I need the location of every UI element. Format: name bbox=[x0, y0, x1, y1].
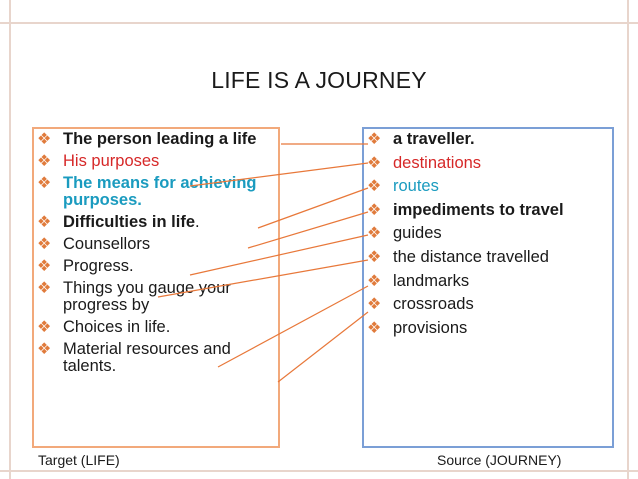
connector-line-3 bbox=[257, 187, 369, 229]
bullet-icon: ❖ bbox=[37, 317, 52, 336]
bullet-icon: ❖ bbox=[37, 278, 52, 297]
bullet-icon: ❖ bbox=[367, 317, 382, 337]
list-item: ❖Things you gauge your progress by bbox=[37, 278, 231, 314]
bullet-icon: ❖ bbox=[37, 256, 52, 275]
bullet-icon: ❖ bbox=[37, 339, 52, 358]
connector-line-7 bbox=[217, 285, 369, 368]
list-item: ❖Material resources and talents. bbox=[37, 339, 231, 375]
connector-line-6 bbox=[157, 259, 369, 298]
source-label: Source (JOURNEY) bbox=[437, 452, 562, 468]
list-item: ❖crossroads bbox=[367, 294, 474, 314]
target-box bbox=[32, 127, 280, 448]
connector-line-5 bbox=[189, 234, 369, 276]
bullet-icon: ❖ bbox=[367, 199, 382, 219]
source-box bbox=[362, 127, 614, 448]
frame-line-left bbox=[9, 0, 11, 479]
list-item: ❖The person leading a life bbox=[37, 129, 257, 148]
bullet-icon: ❖ bbox=[367, 176, 382, 196]
bullet-icon: ❖ bbox=[37, 129, 52, 148]
list-item: ❖landmarks bbox=[367, 270, 470, 290]
list-item: ❖guides bbox=[367, 223, 442, 243]
list-item: ❖The means for achieving purposes. bbox=[37, 173, 257, 209]
list-item: ❖provisions bbox=[367, 317, 468, 337]
bullet-icon: ❖ bbox=[37, 173, 52, 192]
frame-line-bottom bbox=[0, 470, 638, 472]
target-label: Target (LIFE) bbox=[38, 452, 120, 468]
list-item: ❖a traveller. bbox=[367, 129, 475, 148]
page-title: LIFE IS A JOURNEY bbox=[211, 67, 427, 93]
list-item: ❖Progress. bbox=[37, 256, 134, 275]
connector-line-8 bbox=[277, 311, 369, 383]
list-item: ❖Difficulties in life. bbox=[37, 212, 200, 231]
list-item: ❖His purposes bbox=[37, 151, 160, 170]
bullet-icon: ❖ bbox=[367, 246, 382, 266]
connector-line-2 bbox=[189, 162, 369, 187]
bullet-icon: ❖ bbox=[367, 270, 382, 290]
list-item: ❖impediments to travel bbox=[367, 199, 564, 219]
frame-line-right bbox=[627, 0, 629, 479]
connector-line-4 bbox=[247, 211, 369, 249]
list-item: ❖Counsellors bbox=[37, 234, 151, 253]
list-item: ❖the distance travelled bbox=[367, 246, 549, 266]
frame-line-top bbox=[0, 22, 638, 24]
bullet-icon: ❖ bbox=[37, 212, 52, 231]
list-item: ❖routes bbox=[367, 176, 439, 196]
bullet-icon: ❖ bbox=[367, 294, 382, 314]
source-list: ❖a traveller. ❖destinations ❖routes ❖imp… bbox=[367, 129, 613, 343]
bullet-icon: ❖ bbox=[37, 151, 52, 170]
bullet-icon: ❖ bbox=[367, 129, 382, 148]
list-item: ❖Choices in life. bbox=[37, 317, 171, 336]
target-list: ❖The person leading a life ❖His purposes… bbox=[37, 129, 277, 380]
bullet-icon: ❖ bbox=[367, 223, 382, 243]
bullet-icon: ❖ bbox=[367, 152, 382, 172]
list-item: ❖destinations bbox=[367, 152, 482, 172]
bullet-icon: ❖ bbox=[37, 234, 52, 253]
